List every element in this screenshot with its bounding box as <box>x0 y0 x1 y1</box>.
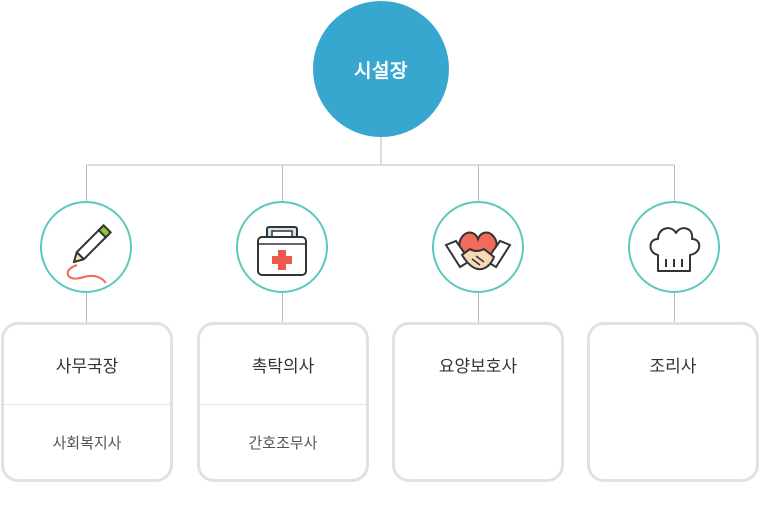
department-card-1: 사무국장 사회복지사 <box>1 322 173 482</box>
first-aid-kit-icon <box>257 226 307 276</box>
card-divider <box>4 404 170 405</box>
chef-hat-icon <box>649 227 701 272</box>
icon-circle-4 <box>628 201 720 293</box>
department-card-4: 조리사 <box>587 322 759 482</box>
heart-handshake-icon <box>444 231 512 271</box>
department-title: 촉탁의사 <box>251 357 315 377</box>
department-title: 사무국장 <box>55 357 119 377</box>
icon-circle-1 <box>40 201 132 293</box>
department-card-3: 요양보호사 <box>392 322 564 482</box>
pencil-icon <box>66 223 113 284</box>
department-subtitle: 사회복지사 <box>52 433 122 452</box>
department-subtitle: 간호조무사 <box>248 433 318 452</box>
department-card-2: 촉탁의사 간호조무사 <box>197 322 369 482</box>
department-title: 조리사 <box>649 357 697 377</box>
card-divider <box>200 404 366 405</box>
director-label: 시설장 <box>354 59 408 82</box>
icon-circle-3 <box>432 201 524 293</box>
director-node: 시설장 <box>313 1 449 137</box>
icon-circle-2 <box>236 201 328 293</box>
department-title: 요양보호사 <box>438 357 518 377</box>
